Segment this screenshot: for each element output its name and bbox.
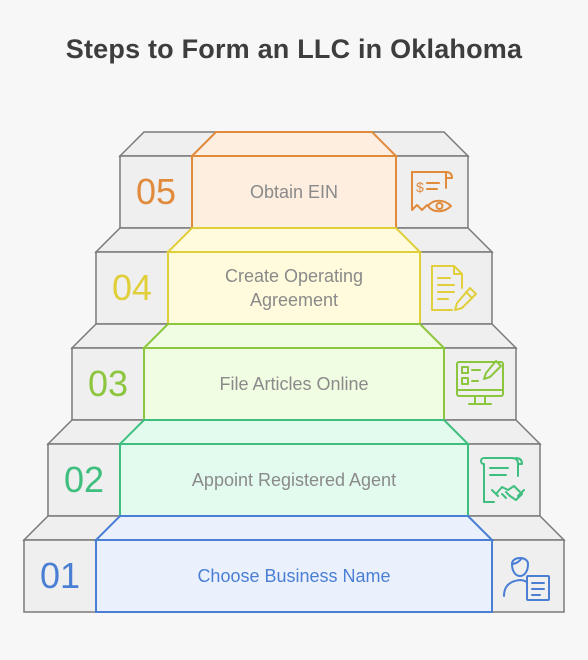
page-title: Steps to Form an LLC in Oklahoma bbox=[65, 34, 523, 64]
step-number-01: 01 bbox=[39, 555, 81, 596]
step-label-01: Choose Business Name bbox=[197, 566, 391, 586]
step-01 bbox=[22, 515, 566, 613]
step-05-tread bbox=[189, 131, 399, 157]
step-05-riser bbox=[191, 155, 397, 229]
step-number-02: 02 bbox=[63, 459, 105, 500]
step-04 bbox=[94, 227, 494, 325]
step-04-tread bbox=[165, 227, 423, 253]
step-label-05: Obtain EIN bbox=[249, 182, 339, 202]
step-01-riser bbox=[95, 539, 493, 613]
step-number-05: 05 bbox=[135, 171, 177, 212]
document-pen-icon bbox=[431, 265, 477, 311]
computer-form-icon bbox=[456, 360, 504, 405]
step-number-03: 03 bbox=[87, 363, 129, 404]
step-04-riser bbox=[167, 251, 421, 325]
person-document-icon bbox=[503, 557, 550, 601]
step-02 bbox=[46, 419, 542, 517]
svg-text:$: $ bbox=[416, 179, 424, 195]
step-02-riser bbox=[119, 443, 469, 517]
step-02-tread bbox=[117, 419, 471, 445]
step-number-04: 04 bbox=[111, 267, 153, 308]
step-05 bbox=[118, 131, 470, 229]
step-03-tread bbox=[141, 323, 447, 349]
handshake-contract-icon bbox=[480, 457, 525, 503]
step-label-03: File Articles Online bbox=[219, 374, 369, 394]
receipt-eye-icon: $ bbox=[411, 171, 453, 213]
step-label-04: Create Operating Agreement bbox=[224, 266, 364, 310]
step-label-02: Appoint Registered Agent bbox=[191, 470, 397, 490]
step-01-tread bbox=[93, 515, 495, 541]
